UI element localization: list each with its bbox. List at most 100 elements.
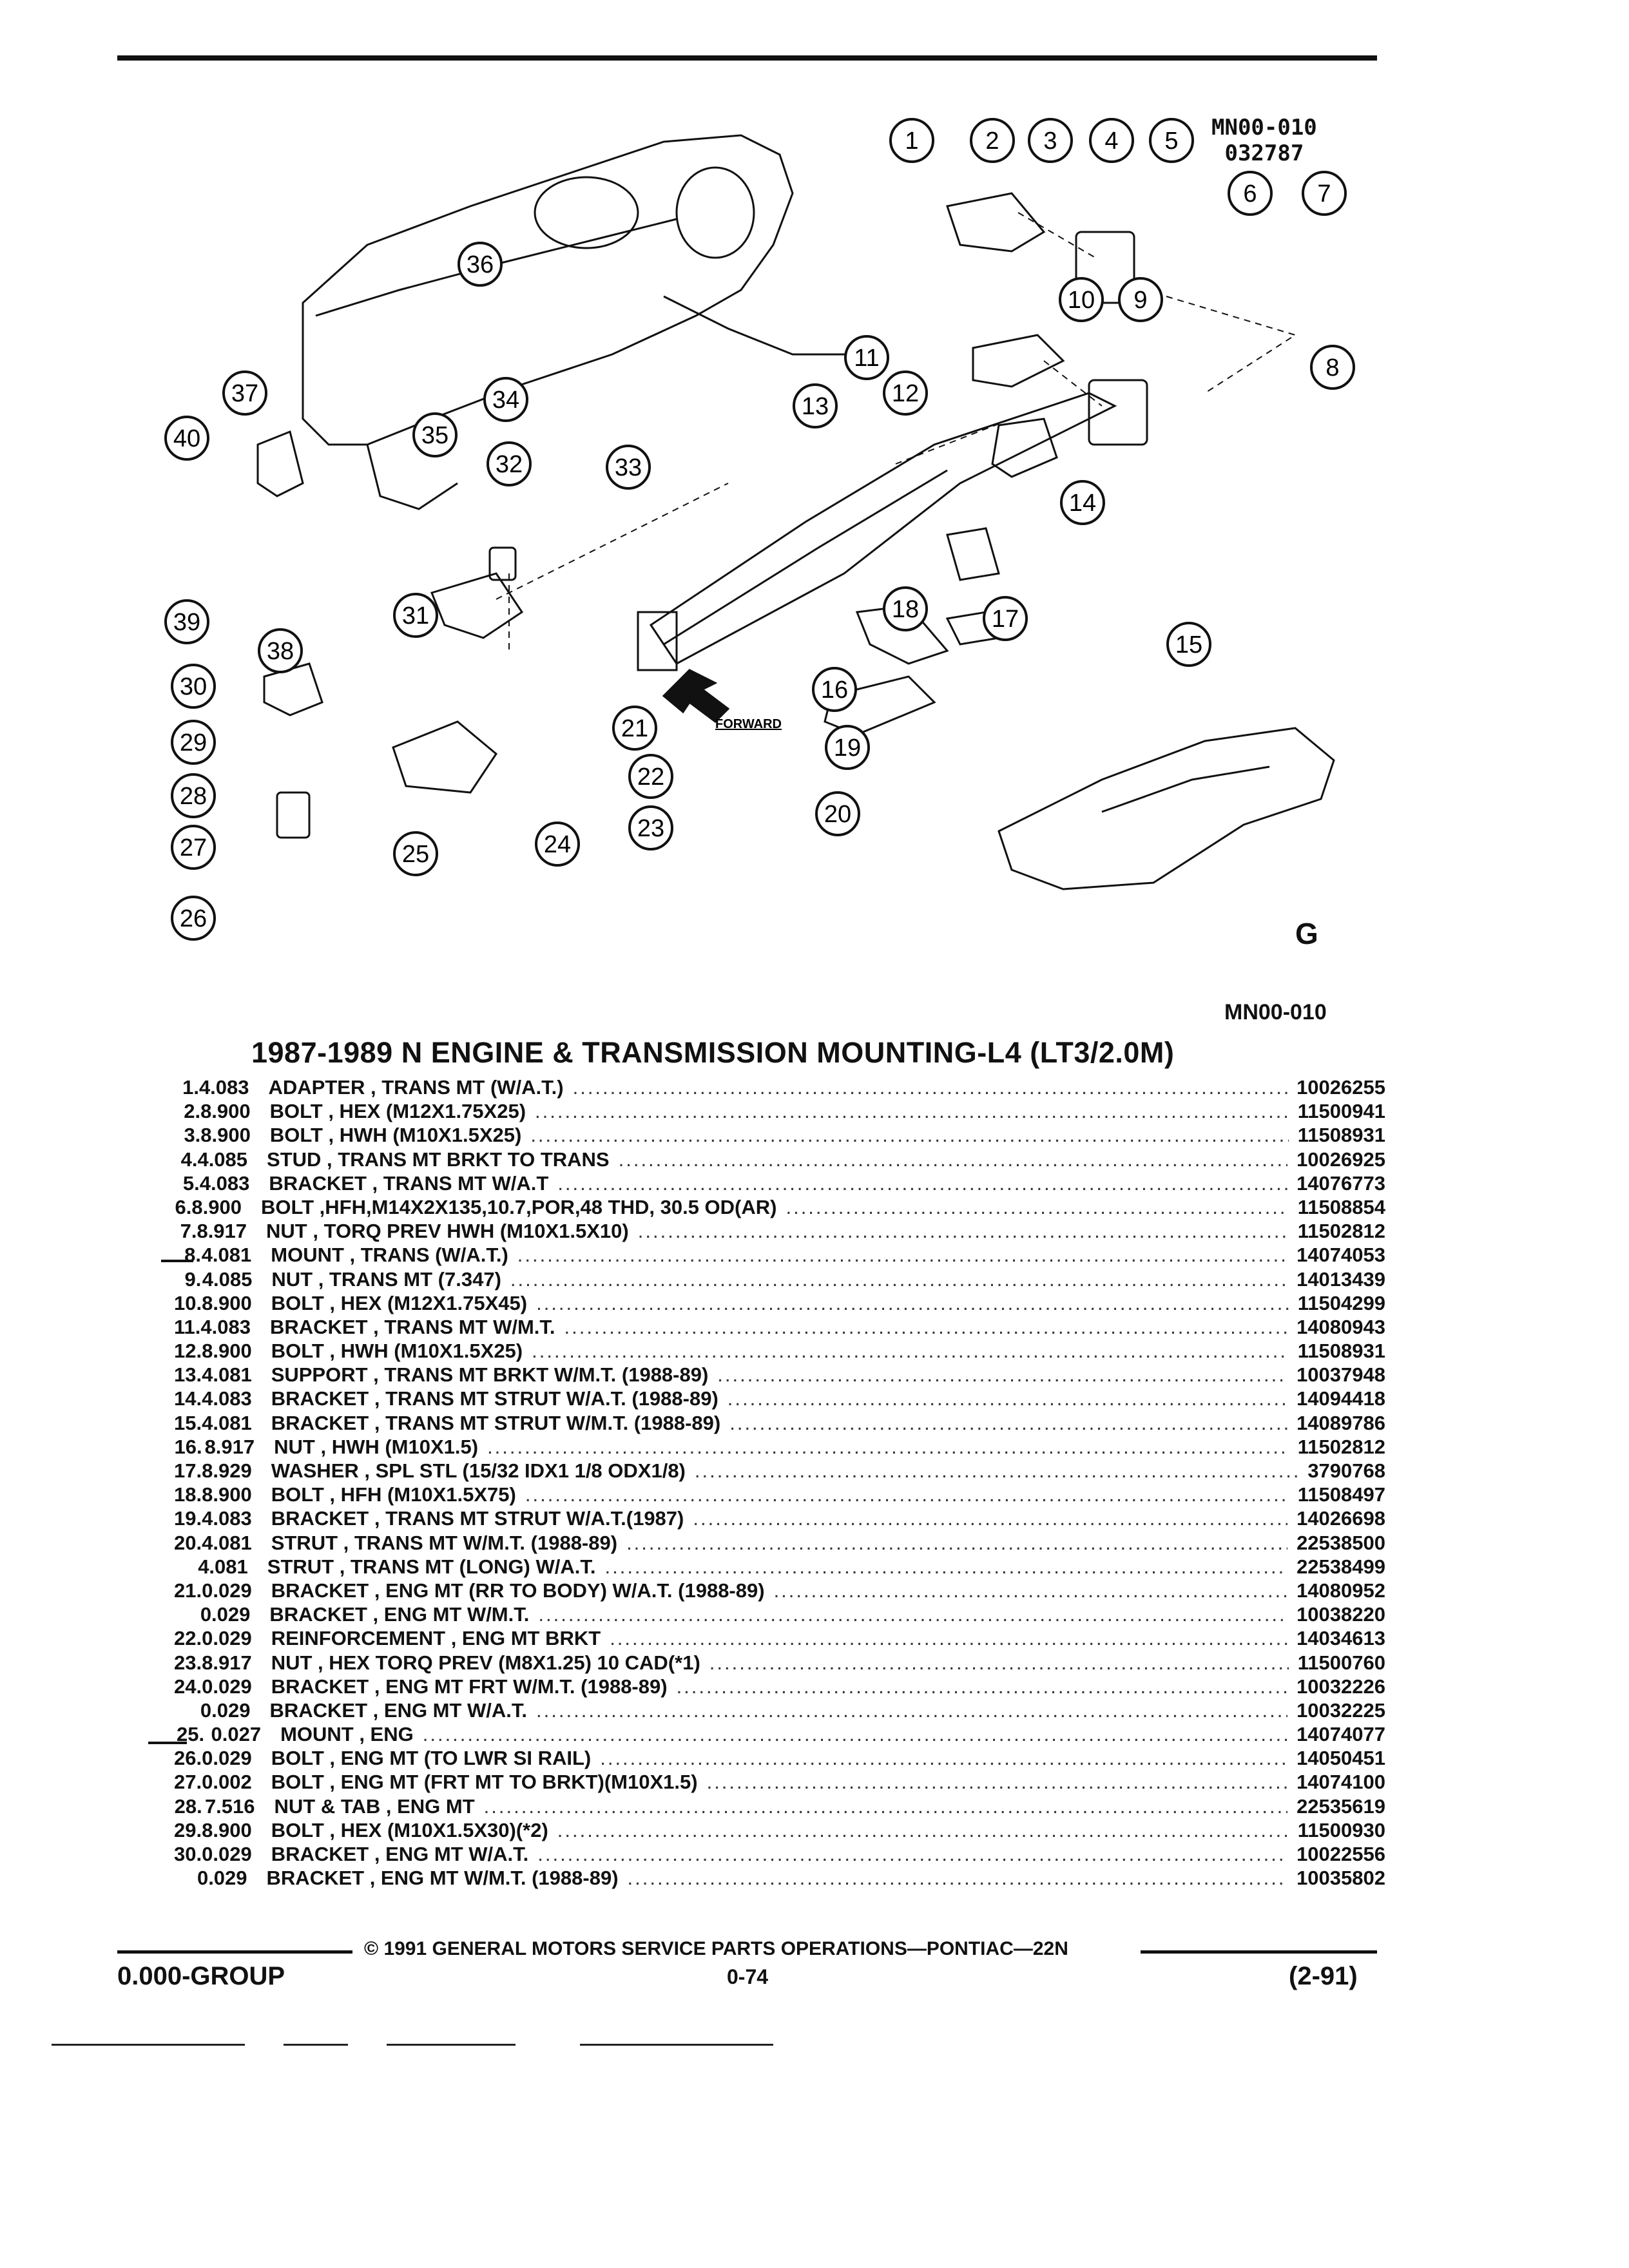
part-description: BRACKET , TRANS MT W/M.T. (269, 1315, 555, 1338)
part-description: BRACKET , ENG MT W/M.T. (269, 1603, 530, 1626)
part-description: NUT , HEX TORQ PREV (M8X1.25) 10 CAD(*1) (271, 1651, 700, 1674)
svg-text:6: 6 (1243, 180, 1257, 207)
callout-17: 17 (983, 596, 1028, 641)
callout-20: 20 (815, 791, 860, 836)
svg-text:26: 26 (180, 905, 207, 932)
part-description: BRACKET , ENG MT FRT W/M.T. (1988-89) (271, 1675, 668, 1698)
svg-text:9: 9 (1133, 287, 1147, 314)
callout-2: 2 (970, 118, 1015, 163)
callout-10: 10 (1059, 277, 1104, 322)
dot-leader (557, 1819, 1289, 1842)
part-description: BRACKET , TRANS MT STRUT W/A.T. (1988-89… (271, 1387, 718, 1410)
svg-text:37: 37 (231, 380, 258, 407)
dot-leader (610, 1627, 1287, 1650)
part-description: BOLT , HFH (M10X1.5X75) (271, 1483, 516, 1506)
part-number: 11500941 (1297, 1100, 1385, 1123)
dot-leader (717, 1363, 1287, 1387)
callout-28: 28 (171, 773, 216, 818)
callout-40: 40 (164, 416, 209, 461)
part-number: 14050451 (1296, 1747, 1385, 1770)
svg-text:28: 28 (180, 783, 207, 810)
part-number: 14013439 (1296, 1267, 1386, 1291)
page-title: 1987-1989 N ENGINE & TRANSMISSION MOUNTI… (251, 1036, 1175, 1069)
callout-14: 14 (1060, 480, 1105, 525)
dot-leader (729, 1412, 1287, 1435)
copyright: © 1991 GENERAL MOTORS SERVICE PARTS OPER… (364, 1938, 1068, 1959)
part-description: BOLT , HEX (M10X1.5X30)(*2) (271, 1818, 548, 1841)
callout-11: 11 (844, 335, 889, 380)
part-number: 11504299 (1297, 1291, 1385, 1314)
dot-leader (517, 1244, 1287, 1267)
part-description: REINFORCEMENT , ENG MT BRKT (271, 1627, 601, 1650)
part-number: 10026255 (1296, 1076, 1385, 1099)
callout-35: 35 (412, 412, 458, 457)
part-description: BOLT , HEX (M12X1.75X45) (271, 1291, 528, 1314)
part-number: 14034613 (1296, 1627, 1385, 1650)
dot-leader (600, 1747, 1287, 1770)
dot-leader (564, 1316, 1288, 1339)
dot-leader (557, 1172, 1287, 1195)
part-description: BRACKET , TRANS MT STRUT W/A.T.(1987) (271, 1507, 684, 1530)
part-description: BOLT , HEX (M12X1.75X25) (269, 1100, 526, 1123)
dot-leader (628, 1867, 1288, 1890)
part-number: 22535619 (1296, 1794, 1385, 1818)
dot-leader (487, 1436, 1289, 1459)
part-number-index: 2. (184, 1100, 201, 1123)
callout-27: 27 (171, 825, 216, 870)
top-rule (117, 55, 1377, 61)
svg-text:18: 18 (892, 596, 919, 623)
part-code: 8.900 (200, 1124, 251, 1147)
dot-leader (530, 1124, 1288, 1147)
callout-29: 29 (171, 720, 216, 765)
part-code: 4.081 (202, 1411, 252, 1434)
part-number-index: 22. (174, 1627, 202, 1650)
dot-leader (709, 1651, 1289, 1675)
svg-text:23: 23 (637, 815, 664, 842)
part-number-index: 29. (174, 1818, 202, 1841)
scan-edge-line (52, 2044, 245, 2046)
part-number: 11508931 (1297, 1124, 1385, 1147)
part-code: 8.917 (202, 1651, 252, 1674)
callout-6: 6 (1228, 171, 1273, 216)
svg-text:12: 12 (892, 380, 919, 407)
part-number-index: 24. (174, 1675, 202, 1698)
svg-text:11: 11 (854, 345, 879, 372)
page-number: 0-74 (727, 1965, 769, 1988)
callout-12: 12 (883, 370, 928, 416)
revision-date: (2-91) (1289, 1962, 1358, 1990)
part-description: BRACKET , ENG MT W/A.T. (271, 1843, 529, 1865)
part-number-index: 16. (174, 1435, 202, 1458)
part-number-index: 12. (174, 1340, 202, 1363)
gm-logo: G (1295, 917, 1318, 950)
dot-leader (510, 1268, 1287, 1291)
callout-31: 31 (393, 593, 438, 638)
part-code: 0.029 (202, 1579, 252, 1602)
part-number-index: 11. (174, 1315, 201, 1338)
part-description: NUT , HWH (M10X1.5) (274, 1435, 479, 1458)
part-code: 0.029 (200, 1698, 251, 1722)
part-number-index: 19. (174, 1507, 202, 1530)
svg-text:15: 15 (1175, 631, 1202, 658)
callout-13: 13 (793, 383, 838, 428)
part-number: 10026925 (1296, 1148, 1385, 1171)
forward-label: FORWARD (715, 717, 782, 731)
dot-leader (695, 1459, 1298, 1483)
part-description: BOLT , HWH (M10X1.5X25) (269, 1124, 522, 1147)
part-number-index: 18. (174, 1483, 202, 1506)
